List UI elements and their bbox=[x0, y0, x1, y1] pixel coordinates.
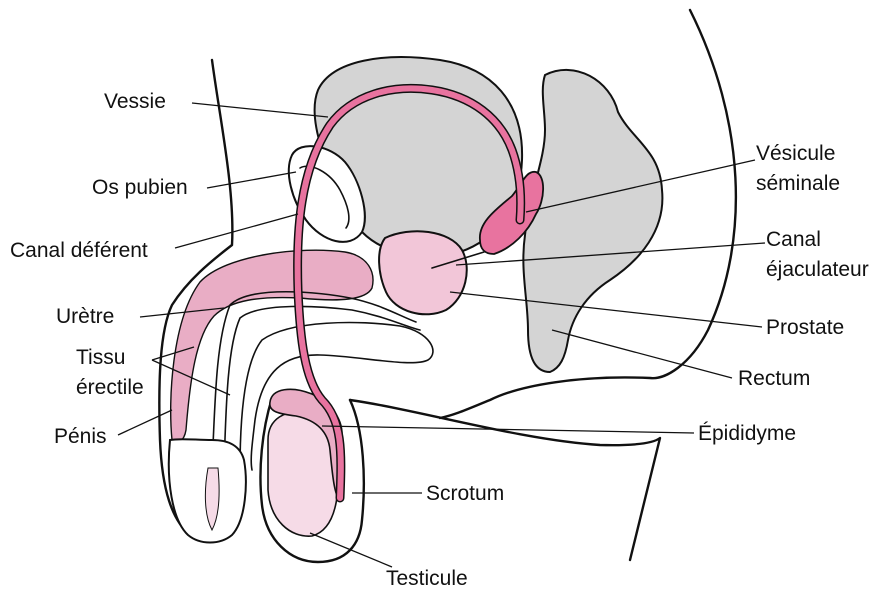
label-testicule: Testicule bbox=[386, 567, 468, 590]
label-penis: Pénis bbox=[54, 425, 107, 448]
leader-penis bbox=[118, 410, 172, 435]
label-erectile: érectile bbox=[76, 376, 144, 399]
leader-prostate bbox=[450, 292, 762, 327]
label-vesicule: Vésicule bbox=[756, 142, 835, 165]
label-rectum: Rectum bbox=[738, 367, 810, 390]
thigh-outline bbox=[350, 400, 660, 560]
label-seminale: séminale bbox=[756, 172, 840, 195]
prostate-shape bbox=[379, 231, 467, 314]
label-scrotum: Scrotum bbox=[426, 482, 504, 505]
label-tissu: Tissu bbox=[76, 346, 125, 369]
label-canal: Canal bbox=[766, 228, 821, 251]
label-vessie: Vessie bbox=[104, 90, 166, 113]
label-prostate: Prostate bbox=[766, 316, 844, 339]
label-os-pubien: Os pubien bbox=[92, 176, 188, 199]
leader-vessie bbox=[192, 103, 328, 117]
erectile-tissue-upper bbox=[171, 250, 373, 443]
leader-os-pubien bbox=[207, 172, 296, 188]
rectum-shape bbox=[523, 70, 662, 372]
label-epididyme: Épididyme bbox=[698, 422, 796, 445]
label-uretre: Urètre bbox=[56, 305, 114, 328]
label-ejaculateur: éjaculateur bbox=[766, 258, 869, 281]
leader-canal-deferent bbox=[175, 214, 298, 248]
label-canal-deferent: Canal déférent bbox=[10, 239, 148, 262]
